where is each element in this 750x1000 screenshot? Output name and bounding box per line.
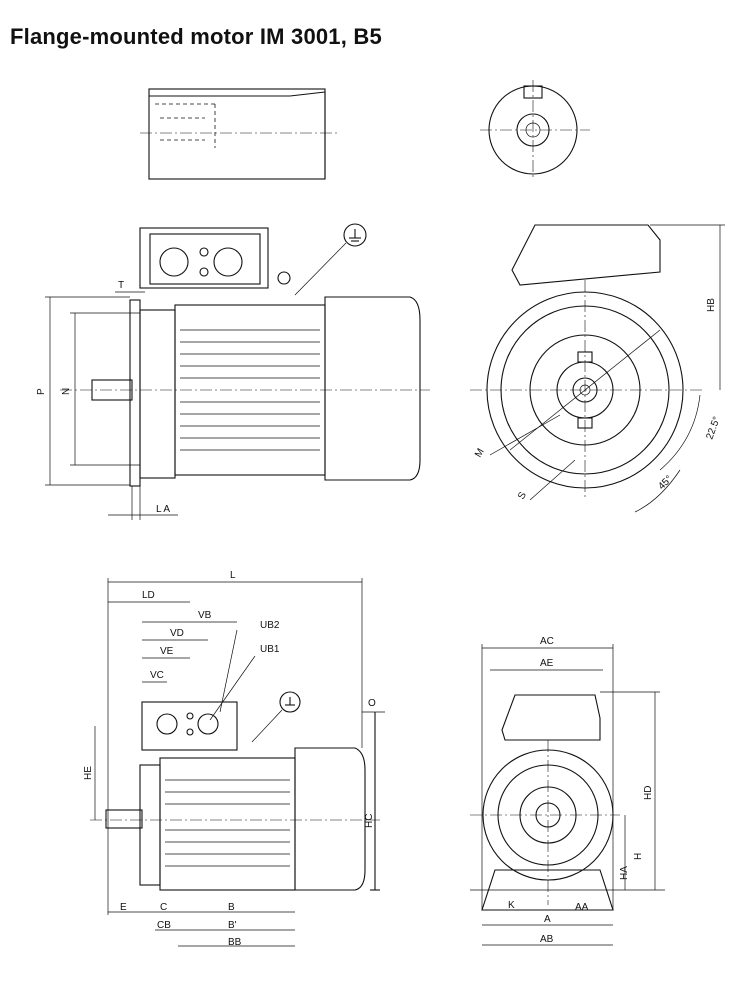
label-C: C bbox=[160, 902, 167, 913]
label-K: K bbox=[508, 900, 515, 911]
label-S: S bbox=[516, 490, 529, 502]
top-side-view bbox=[140, 88, 340, 180]
label-A: A bbox=[544, 914, 551, 925]
label-LA: L A bbox=[156, 504, 170, 515]
label-angle-22-5: 22.5° bbox=[704, 415, 722, 441]
label-B-prime: B' bbox=[228, 920, 237, 931]
label-AE: AE bbox=[540, 658, 554, 669]
label-BB: BB bbox=[228, 937, 242, 948]
end-view-motor bbox=[470, 224, 725, 513]
label-VC: VC bbox=[150, 670, 164, 681]
label-VB: VB bbox=[198, 610, 212, 621]
label-HE: HE bbox=[83, 766, 94, 780]
label-HA: HA bbox=[619, 866, 630, 880]
label-O: O bbox=[368, 698, 376, 709]
label-CB: CB bbox=[157, 920, 171, 931]
side-view-motor bbox=[45, 223, 430, 520]
page-title: Flange-mounted motor IM 3001, B5 bbox=[10, 24, 382, 49]
label-AC: AC bbox=[540, 636, 554, 647]
top-end-view bbox=[480, 80, 590, 180]
label-N: N bbox=[61, 388, 72, 395]
label-H: H bbox=[633, 853, 644, 860]
label-angle-45: 45° bbox=[656, 474, 674, 492]
label-T: T bbox=[118, 280, 124, 291]
bottom-side-view bbox=[90, 578, 385, 947]
label-UB2: UB2 bbox=[260, 620, 280, 631]
label-L: L bbox=[230, 570, 236, 581]
label-LD: LD bbox=[142, 590, 155, 601]
label-AA: AA bbox=[575, 902, 589, 913]
label-AB: AB bbox=[540, 934, 554, 945]
label-HC: HC bbox=[364, 814, 375, 828]
label-VE: VE bbox=[160, 646, 174, 657]
label-P: P bbox=[36, 388, 47, 395]
bottom-end-view bbox=[470, 644, 665, 946]
label-UB1: UB1 bbox=[260, 644, 280, 655]
label-B: B bbox=[228, 902, 235, 913]
label-VD: VD bbox=[170, 628, 184, 639]
label-HB: HB bbox=[706, 298, 717, 312]
label-HD: HD bbox=[643, 786, 654, 800]
label-M: M bbox=[473, 447, 487, 460]
label-E: E bbox=[120, 902, 127, 913]
